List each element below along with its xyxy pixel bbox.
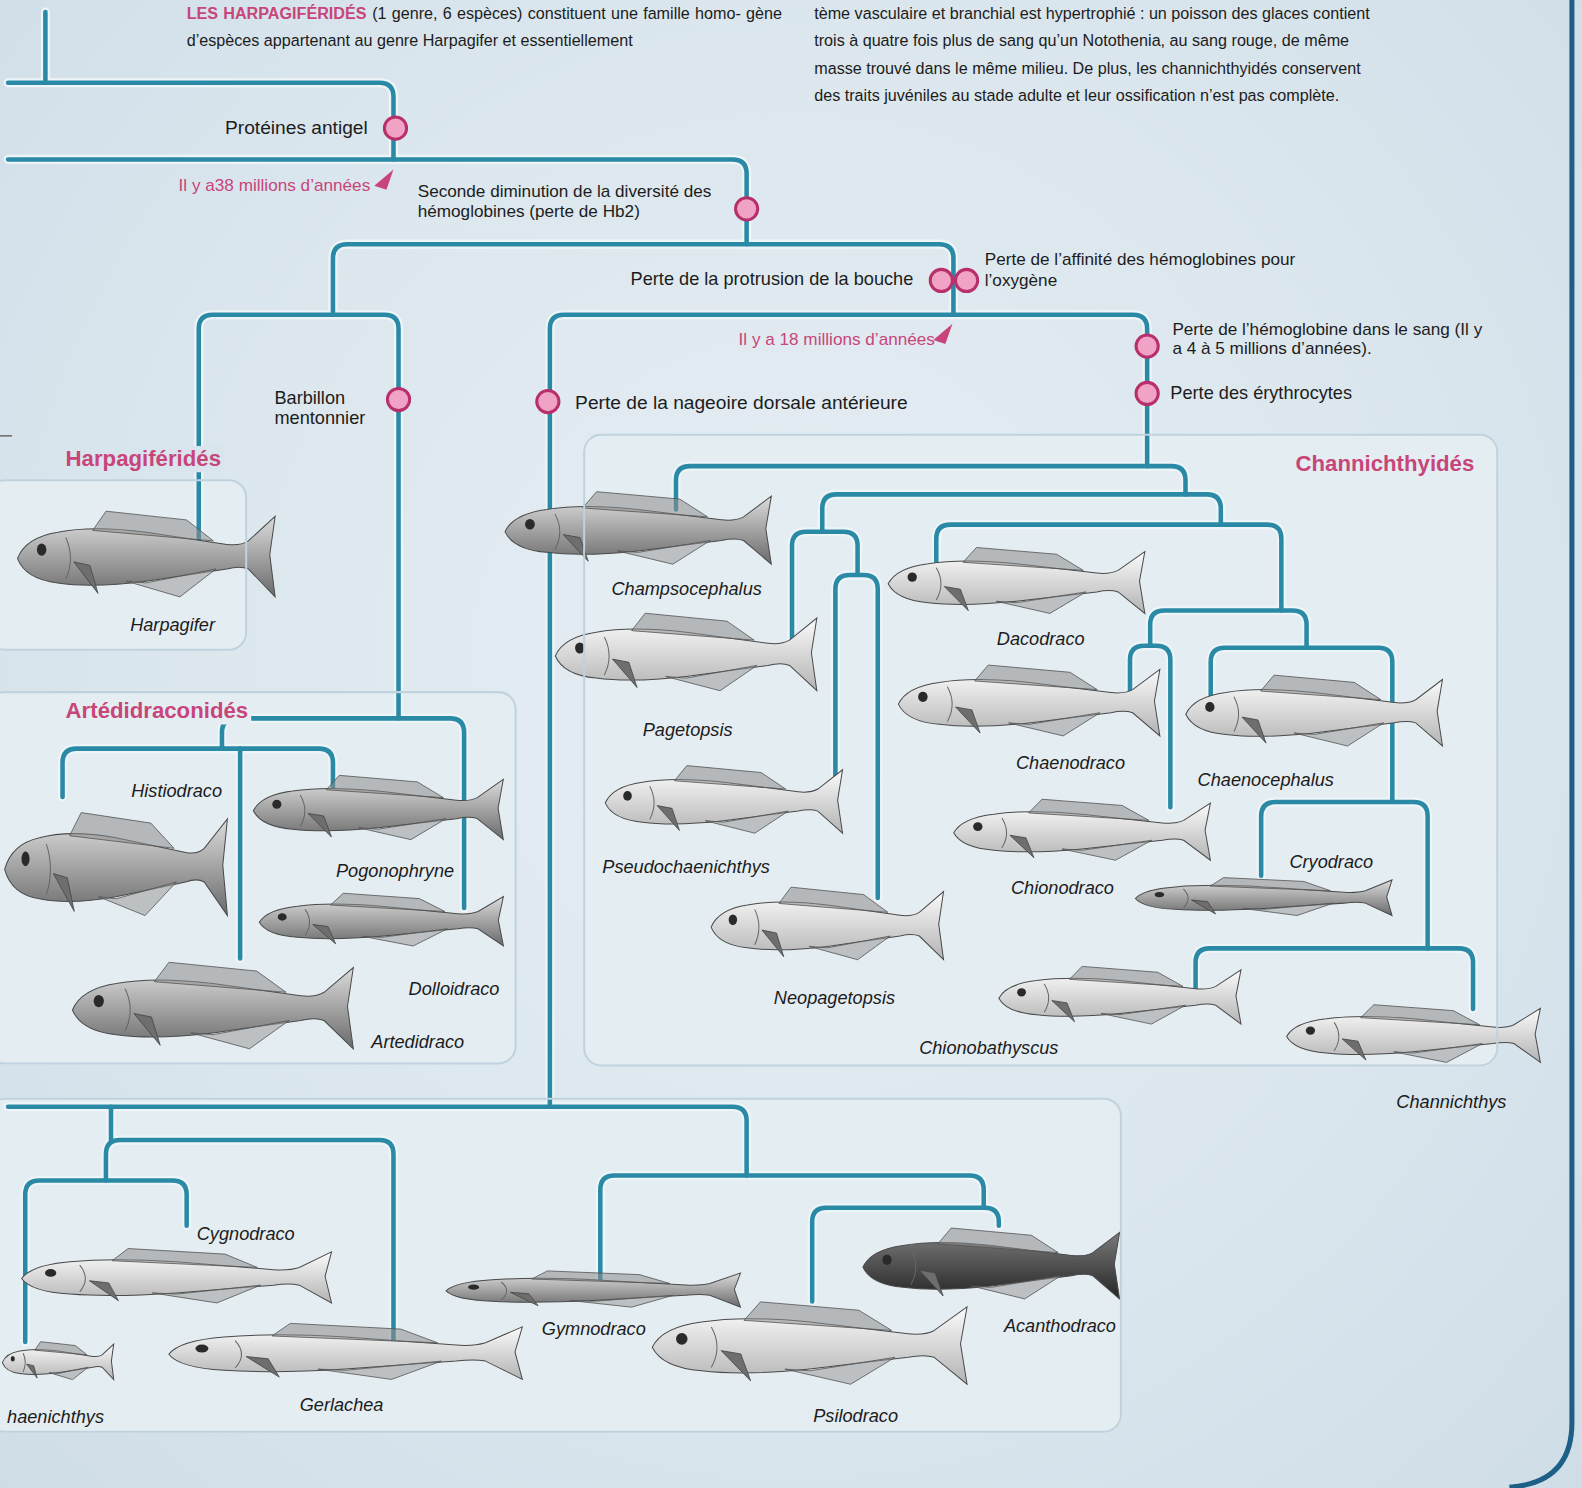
fish (5, 813, 228, 916)
edge-tick (0, 435, 12, 437)
date-pointer (374, 170, 393, 190)
family-box: HarpagiféridésHarpagifer (0, 479, 247, 651)
fish (1186, 675, 1443, 746)
event-dot (930, 269, 952, 291)
fish (446, 1271, 740, 1307)
paragraph: LES HARPAGIFÉRIDÉS(1 genre, 6 espèces) c… (187, 0, 782, 54)
event-label: Perte des érythrocytes (1170, 382, 1352, 404)
family-box: ArtédidraconidésHistiodracoPogonophryneD… (0, 691, 517, 1064)
genus-name: haenichthys (7, 1406, 104, 1428)
family-heading: Artédidraconidés (63, 698, 252, 725)
genus-name: Chaenocephalus (1198, 770, 1334, 792)
genus-name: Artedidraco (371, 1032, 464, 1054)
event-label: Perte de l’hémoglobine dans le sang (Il … (1172, 320, 1485, 358)
genus-name: Histiodraco (131, 781, 222, 803)
genus-name: Dolloidraco (409, 979, 500, 1001)
tree-halo (8, 12, 1473, 1342)
fish (17, 511, 275, 597)
fish (505, 492, 771, 565)
fish (1135, 878, 1392, 916)
family-box: ChannichthyidésChampsocephalusDacodracoP… (583, 434, 1498, 1067)
event-dot (955, 269, 977, 291)
fish (898, 665, 1160, 736)
event-dot (1136, 335, 1158, 357)
event-dot (537, 390, 559, 412)
genus-name: Channichthys (1396, 1092, 1506, 1114)
box-fill (0, 1098, 1122, 1433)
date-label: Il y a 18 millions d’années (739, 330, 935, 351)
fish (259, 893, 503, 946)
genus-name: Gymnodraco (542, 1319, 646, 1341)
genus-name: Pogonophryne (336, 861, 454, 883)
genus-name: Pseudochaenichthys (602, 857, 770, 879)
genus-name: Cygnodraco (197, 1224, 295, 1246)
event-dot (384, 117, 406, 139)
fish (711, 887, 943, 960)
event-label: Perte de l’affinité des hémoglobines pou… (985, 250, 1308, 290)
paragraph-heading: LES HARPAGIFÉRIDÉS (187, 5, 367, 22)
genus-name: Cryodraco (1289, 852, 1373, 874)
fish (1287, 1005, 1541, 1063)
fish (72, 962, 353, 1049)
paragraph-text: tème vasculaire et branchial est hypertr… (814, 0, 1382, 109)
fish (605, 766, 842, 834)
event-dot (1136, 382, 1158, 404)
frame-line (1509, 0, 1572, 1487)
genus-name: Harpagifer (130, 614, 215, 636)
date-label: Il y a38 millions d’années (179, 176, 371, 197)
fish (169, 1323, 523, 1379)
fish (863, 1228, 1120, 1299)
genus-name: Neopagetopsis (774, 988, 895, 1010)
event-label: Barbillon mentonnier (274, 387, 381, 427)
family-heading: Harpagiféridés (63, 446, 224, 473)
genus-name: Gerlachea (300, 1395, 384, 1417)
genus-name: Dacodraco (997, 629, 1085, 651)
fish (2, 1342, 113, 1380)
genus-name: Acanthodraco (1004, 1316, 1116, 1338)
tree-branches (8, 12, 1473, 1342)
genus-name: Chionodraco (1011, 878, 1114, 900)
event-label: Protéines antigel (225, 117, 368, 140)
fish (954, 799, 1211, 860)
date-pointer (933, 324, 952, 344)
fish (999, 966, 1241, 1024)
family-heading: Channichthyidés (1292, 451, 1477, 478)
genus-name: Psilodraco (813, 1405, 898, 1427)
fish (253, 775, 503, 839)
fish (652, 1302, 967, 1384)
family-box: CygnodracoAcanthodraco GymnodracoGerlache… (0, 1098, 1122, 1433)
event-label: Perte de la protrusion de la bouche (631, 268, 914, 290)
fish-illustrations (2, 492, 1540, 1385)
fish (888, 548, 1145, 614)
event-dot (387, 388, 409, 410)
event-dot (736, 198, 758, 220)
fish (555, 613, 817, 690)
genus-name: Champsocephalus (611, 579, 761, 601)
fish (22, 1249, 332, 1303)
event-label: Seconde diminution de la diversité des h… (418, 182, 736, 222)
genus-name: Chionobathyscus (919, 1038, 1058, 1060)
genus-name: Pagetopsis (643, 719, 733, 741)
genus-name: Chaenodraco (1016, 753, 1125, 775)
event-label: Perte de la nageoire dorsale antérieure (575, 391, 908, 414)
